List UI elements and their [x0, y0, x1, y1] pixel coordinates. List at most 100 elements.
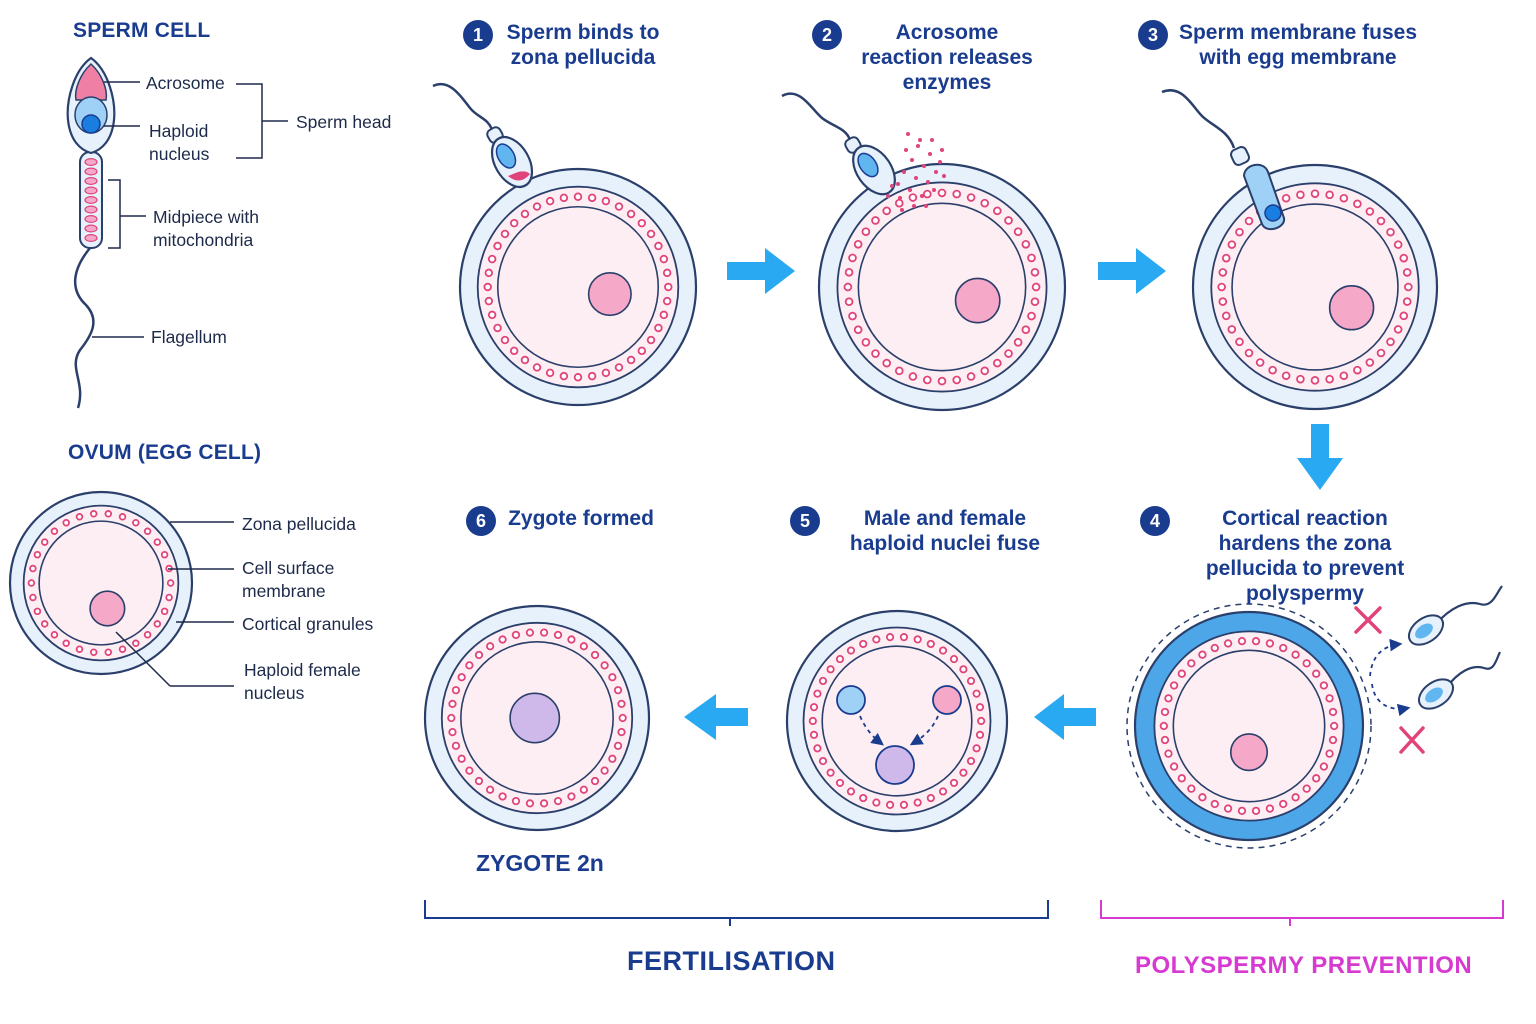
enzyme-particle: [898, 196, 902, 200]
cortical-granule: [853, 239, 863, 249]
step1-sperm: [432, 82, 534, 188]
cortical-granule: [908, 372, 918, 381]
enzyme-particle: [902, 170, 906, 174]
cortical-granule: [600, 661, 609, 670]
female-nucleus: [587, 272, 632, 317]
cortical-granule: [500, 335, 510, 345]
cortical-granule: [486, 785, 495, 794]
cortical-granule: [1013, 227, 1023, 237]
inner-cytoplasm: [1231, 203, 1399, 371]
female-nucleus: [1229, 733, 1269, 772]
cortical-granule: [952, 189, 962, 199]
cortical-granule: [959, 768, 968, 777]
mitochondrion: [84, 196, 98, 205]
cortical-granule: [153, 620, 162, 628]
egg-cells: [8, 162, 1439, 849]
cortical-granule: [447, 713, 456, 723]
cortical-granule: [894, 366, 904, 376]
hardened-zona-outline: [1126, 603, 1372, 849]
cortical-granule: [1302, 659, 1311, 668]
enzyme-particle: [904, 148, 908, 152]
arrow-down-icon: [1297, 424, 1343, 490]
inner-cytoplasm: [821, 645, 973, 797]
enzyme-particle: [918, 138, 922, 142]
step2-sperm: [781, 92, 896, 196]
cortical-granule: [617, 699, 626, 709]
enzyme-particle: [886, 194, 890, 198]
cortical-granule: [487, 254, 497, 264]
cortical-granule: [926, 639, 935, 649]
step-5: 5 Male and female haploid nuclei fuse: [790, 506, 1060, 556]
cortical-granule: [1265, 639, 1275, 648]
cortical-granule: [451, 741, 461, 750]
cortical-granule: [1169, 762, 1179, 771]
inner-cytoplasm: [857, 202, 1027, 372]
step-6: 6 Zygote formed: [466, 506, 656, 536]
cortical-granule: [809, 730, 819, 739]
cortical-granule: [992, 358, 1002, 368]
cortical-granule: [1021, 239, 1031, 249]
cortical-granule: [590, 776, 600, 786]
egg-step-2: [817, 162, 1067, 412]
sperm-cell-figure: [66, 56, 288, 409]
egg-step-5: [785, 609, 1009, 833]
cortical-granule: [853, 325, 863, 335]
step-4: 4 Cortical reaction hardens the zona pel…: [1140, 506, 1430, 606]
cortical-granule: [922, 189, 932, 199]
cortical-granule: [662, 296, 672, 306]
step-1: 1 Sperm binds to zona pellucida: [463, 20, 663, 70]
cortical-granule: [1376, 216, 1386, 226]
cortical-granule: [89, 648, 98, 656]
enzyme-particle: [942, 174, 946, 178]
cortical-granule: [1164, 749, 1173, 758]
cortical-granule: [813, 689, 822, 698]
cortical-granule: [484, 296, 494, 306]
cortical-granule: [937, 188, 947, 198]
cortical-granule: [938, 787, 948, 796]
cortical-granule: [33, 607, 42, 616]
sperm-flagellum: [73, 247, 95, 409]
acrosome-label: Acrosome: [146, 73, 225, 93]
cortical-granule: [474, 650, 484, 660]
cortical-granule: [626, 355, 636, 365]
cortical-granule: [1237, 636, 1247, 646]
cortical-granule: [1255, 358, 1265, 367]
cortical-granule: [567, 635, 576, 644]
cortical-granule: [959, 665, 968, 674]
cortical-granule: [1218, 297, 1228, 306]
egg-step-4: [1126, 603, 1372, 849]
cortical-granule: [1160, 707, 1170, 717]
cortical-granule: [1393, 240, 1403, 249]
cortical-granule: [926, 793, 935, 803]
cortical-granule: [966, 193, 976, 202]
mitochondrion: [84, 167, 98, 176]
cortical-granule: [659, 310, 669, 320]
cortical-granule: [952, 375, 962, 385]
egg-step-3: [1191, 163, 1439, 411]
step-3: 3 Sperm membrane fuses with egg membrane: [1138, 20, 1418, 70]
cortical-granule: [545, 368, 555, 378]
cortical-granule: [1325, 190, 1334, 200]
cortical-granule: [894, 198, 904, 208]
cortical-granule: [1291, 793, 1300, 802]
cortical-granule: [1221, 311, 1231, 321]
cortical-granule: [1031, 282, 1041, 292]
cortical-granule: [587, 193, 597, 203]
cortical-granule: [465, 661, 474, 670]
cortical-granule: [808, 716, 817, 726]
cortical-granule: [826, 768, 835, 777]
flow-arrows: [684, 248, 1343, 740]
cortical-granule: [1217, 282, 1226, 292]
cortical-granule: [448, 699, 457, 709]
cortical-granule: [118, 645, 127, 653]
enzyme-particle: [914, 176, 918, 180]
cortical-granule: [160, 550, 169, 559]
cortical-granule: [938, 646, 948, 655]
zygote-nucleus: [509, 692, 561, 744]
mitochondrion: [84, 234, 98, 243]
enzyme-particle: [900, 208, 904, 212]
cortical-granule: [843, 282, 853, 292]
cortical-granule: [859, 793, 868, 803]
block-x-icon: [1399, 726, 1425, 754]
